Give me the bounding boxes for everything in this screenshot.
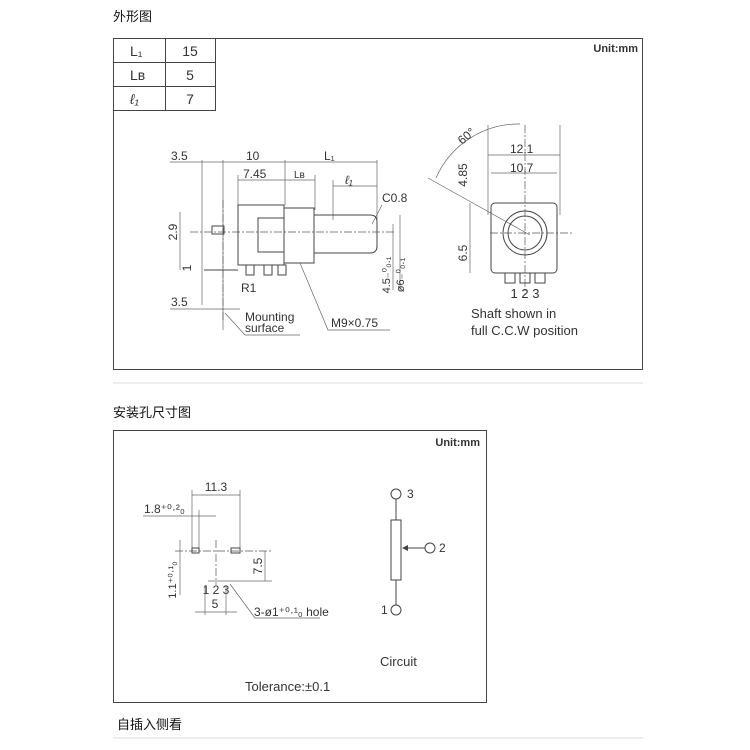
footer-note: 自插入侧看	[117, 718, 183, 733]
dim-label: ø6₋⁰₀.₁	[395, 258, 407, 293]
shaft-note: full C.C.W position	[471, 323, 578, 338]
side-view: 3.5 10 L₁ 7.45 Lʙ ℓ₁ C0.8	[166, 149, 408, 336]
pin-labels: 1 2 3	[511, 286, 540, 301]
param-table: L₁ 15 Lʙ 5 ℓ₁ 7	[113, 38, 216, 111]
dim-label: 4.5₋⁰₀.₁	[381, 256, 393, 293]
unit-label: Unit:mm	[593, 43, 638, 55]
dim-label: 12.1	[510, 142, 534, 156]
dim-label: 7.45	[243, 167, 267, 181]
dim-label: Lʙ	[294, 170, 305, 181]
dim-label: 3.5	[171, 149, 188, 163]
dim-label: 3-ø1⁺⁰·¹₀ hole	[254, 605, 329, 619]
dim-label: 10	[246, 149, 260, 163]
shaft-note: Shaft shown in	[471, 306, 556, 321]
dim-label: 2.9	[166, 223, 180, 240]
dim-label: 6.5	[456, 244, 470, 261]
dim-label: surface	[245, 321, 285, 335]
dim-label: C0.8	[382, 191, 408, 205]
table-symbol: ℓ₁	[129, 91, 140, 107]
dim-label: 5	[212, 597, 219, 611]
dim-label: 1	[180, 264, 194, 271]
tolerance-note: Tolerance:±0.1	[245, 679, 330, 694]
circuit-pin-label: 2	[439, 541, 446, 555]
dim-label: R1	[241, 281, 257, 295]
table-value: 7	[186, 91, 194, 107]
front-view: 60° 12.1 10.7 4.85 6.5 1 2 3	[427, 123, 578, 338]
dim-label: 60°	[455, 125, 478, 148]
unit-label: Unit:mm	[435, 437, 480, 449]
outline-drawing: Unit:mm L₁ 15 Lʙ 5 ℓ₁ 7	[113, 38, 643, 370]
dim-label: 1.8⁺⁰·²₀	[144, 502, 185, 516]
dim-label: Mounting	[245, 310, 294, 324]
circuit-pin-label: 3	[407, 487, 414, 501]
circuit-label: Circuit	[380, 654, 417, 669]
dim-label: 7.5	[251, 557, 265, 574]
dim-label: M9×0.75	[331, 316, 378, 330]
mounting-section-title: 安装孔尺寸图	[113, 406, 192, 421]
table-value: 5	[186, 67, 194, 83]
pin-labels: 1 2 3	[203, 583, 230, 597]
table-symbol: Lʙ	[130, 67, 145, 83]
dim-label: L₁	[324, 149, 335, 163]
circuit-pin-label: 1	[381, 603, 388, 617]
dim-label: ℓ₁	[345, 173, 353, 187]
dim-label: 3.5	[171, 295, 188, 309]
outline-section-title: 外形图	[113, 10, 153, 25]
table-symbol: L₁	[130, 43, 143, 59]
dim-label: 1.1⁺⁰·¹₀	[167, 561, 179, 598]
dim-label: 11.3	[205, 480, 228, 494]
mounting-drawing: Unit:mm 11.3 1.8⁺⁰·²₀ 1.1⁺⁰·¹₀ 7.5 1 2 3…	[113, 430, 487, 703]
circuit-diagram: 3 1 2 Circuit	[380, 487, 446, 669]
table-value: 15	[182, 43, 198, 59]
dim-label: 10.7	[510, 161, 534, 175]
dim-label: 4.85	[456, 163, 470, 187]
